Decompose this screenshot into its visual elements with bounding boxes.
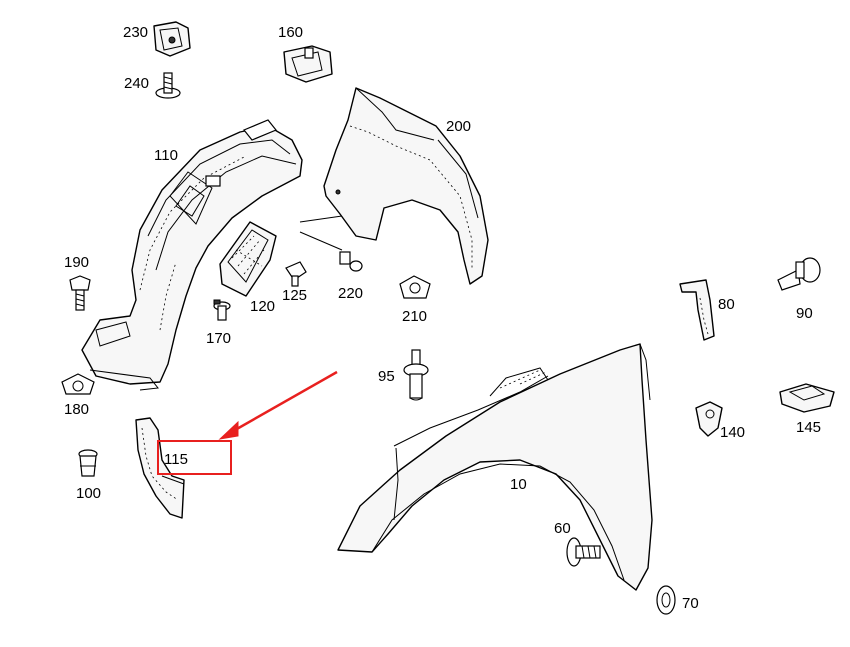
part-240-screw[interactable] xyxy=(155,72,181,99)
part-210-clip[interactable] xyxy=(399,275,431,299)
label-90: 90 xyxy=(796,305,813,322)
part-190-bolt[interactable] xyxy=(69,275,91,311)
label-240: 240 xyxy=(124,75,149,92)
label-120: 120 xyxy=(250,298,275,315)
part-140-clip[interactable] xyxy=(695,401,723,437)
part-170-pin[interactable] xyxy=(213,299,231,321)
part-95-stud[interactable] xyxy=(403,349,429,401)
part-115-mud-flap[interactable] xyxy=(135,417,185,519)
part-230-clip[interactable] xyxy=(153,21,191,57)
part-220-clip[interactable] xyxy=(339,251,363,272)
part-160-clip[interactable] xyxy=(283,45,333,83)
part-110-wheel-arch-liner[interactable] xyxy=(81,119,303,391)
label-100: 100 xyxy=(76,485,101,502)
highlight-arrow xyxy=(218,370,338,440)
highlight-box-115 xyxy=(157,440,232,475)
part-100-nut[interactable] xyxy=(78,449,98,477)
label-115: 115 xyxy=(164,451,188,468)
label-180: 180 xyxy=(64,401,89,418)
label-210: 210 xyxy=(402,308,427,325)
label-140: 140 xyxy=(720,424,745,441)
label-160: 160 xyxy=(278,24,303,41)
part-125-clip[interactable] xyxy=(285,261,307,287)
part-70-nut[interactable] xyxy=(656,585,676,615)
label-220: 220 xyxy=(338,285,363,302)
label-80: 80 xyxy=(718,296,735,313)
part-10-fender[interactable] xyxy=(337,343,653,591)
label-230: 230 xyxy=(123,24,148,41)
part-120-grille[interactable] xyxy=(219,221,277,297)
part-60-bolt[interactable] xyxy=(566,537,601,567)
part-180-nut[interactable] xyxy=(61,373,95,395)
label-60: 60 xyxy=(554,520,571,537)
label-200: 200 xyxy=(446,118,471,135)
part-80-bracket[interactable] xyxy=(679,279,715,341)
label-95: 95 xyxy=(378,368,395,385)
label-145: 145 xyxy=(796,419,821,436)
label-190: 190 xyxy=(64,254,89,271)
part-145-nut[interactable] xyxy=(779,383,835,413)
part-90-rivet[interactable] xyxy=(777,257,821,291)
label-125: 125 xyxy=(282,287,307,304)
label-10: 10 xyxy=(510,476,527,493)
part-200-liner-rear[interactable] xyxy=(299,87,489,285)
label-70: 70 xyxy=(682,595,699,612)
label-110: 110 xyxy=(154,147,178,164)
label-170: 170 xyxy=(206,330,231,347)
